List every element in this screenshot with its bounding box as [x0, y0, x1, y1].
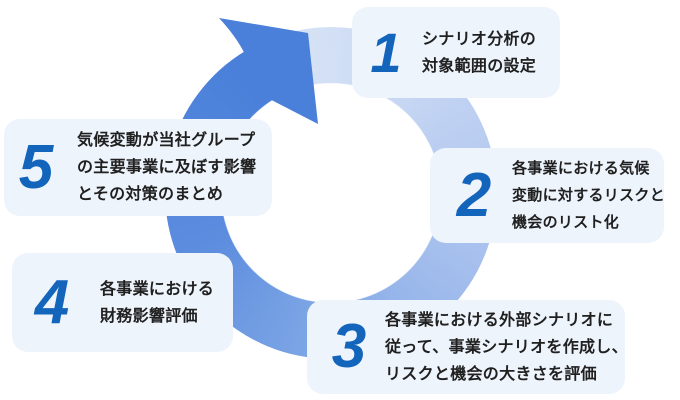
step-card-2: 2 各事業における気候 変動に対するリスクと 機会のリスト化: [430, 148, 665, 243]
step-card-1: 1 シナリオ分析の 対象範囲の設定: [352, 7, 560, 98]
step-text: 気候変動が当社グループ の主要事業に及ぼす影響 とその対策のまとめ: [77, 127, 256, 208]
step-text-line: 対象範囲の設定: [422, 57, 537, 75]
step-number: 2: [456, 160, 492, 230]
step-text: 各事業における気候 変動に対するリスクと 機会のリスト化: [512, 155, 665, 236]
step-number: 5: [18, 132, 54, 202]
step-text-line: 従って、事業シナリオを作成し、: [385, 338, 628, 356]
step-text-line: 各事業における: [100, 280, 215, 298]
step-text-line: シナリオ分析の: [422, 30, 537, 48]
step-text: 各事業における 財務影響評価: [100, 276, 214, 330]
step-card-3: 3 各事業における外部シナリオに 従って、事業シナリオを作成し、 リスクと機会の…: [307, 300, 628, 394]
step-number: 1: [370, 20, 402, 84]
step-number: 3: [331, 312, 367, 381]
step-text: 各事業における外部シナリオに 従って、事業シナリオを作成し、 リスクと機会の大き…: [385, 307, 628, 388]
step-text-line: 気候変動が当社グループ: [77, 132, 256, 149]
step-number: 4: [34, 267, 70, 337]
step-text-line: 各事業における気候: [512, 160, 650, 177]
step-text-line: リスクと機会の大きさを評価: [385, 365, 597, 383]
step-text: シナリオ分析の 対象範囲の設定: [422, 26, 536, 80]
step-text-line: とその対策のまとめ: [77, 186, 224, 203]
step-text-line: 各事業における外部シナリオに: [385, 311, 614, 329]
step-text-line: 財務影響評価: [100, 307, 198, 325]
step-text-line: 変動に対するリスクと: [512, 187, 666, 204]
step-text-line: の主要事業に及ぼす影響: [77, 159, 257, 176]
step-text-line: 機会のリスト化: [512, 214, 620, 231]
step-card-4: 4 各事業における 財務影響評価: [12, 253, 233, 352]
step-card-5: 5 気候変動が当社グループ の主要事業に及ぼす影響 とその対策のまとめ: [4, 119, 272, 216]
